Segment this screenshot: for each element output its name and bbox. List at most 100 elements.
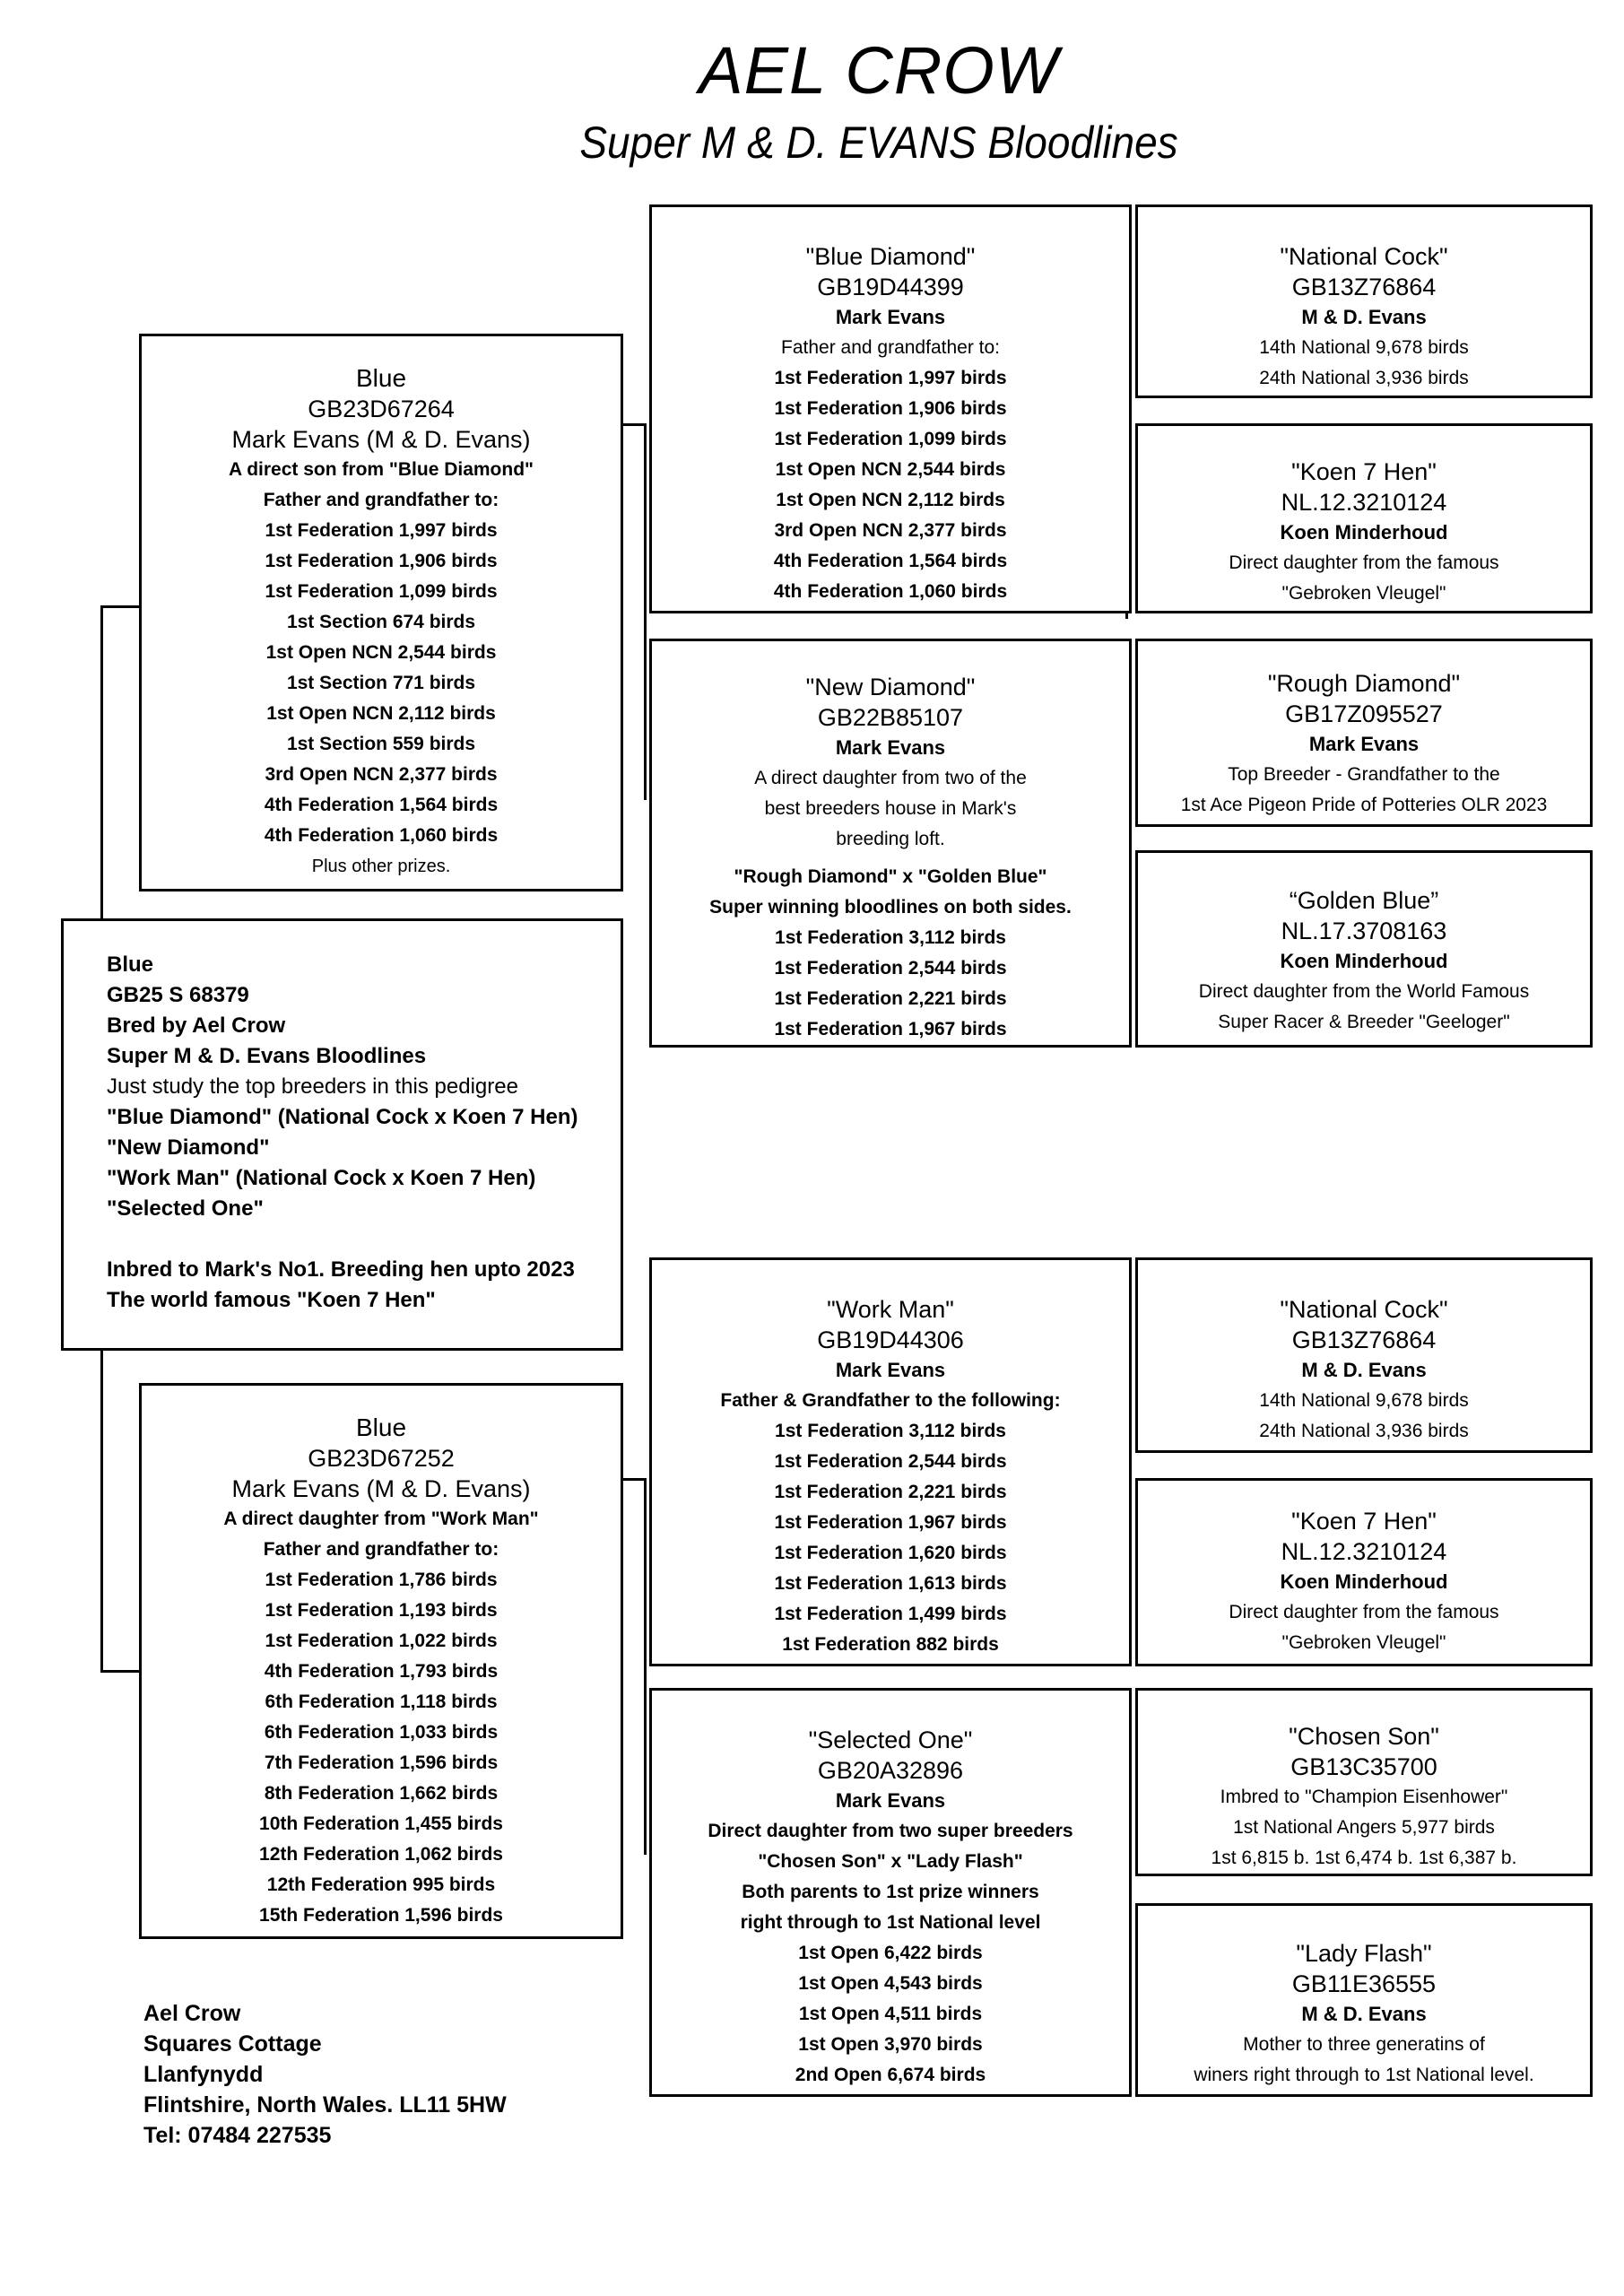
- dds-ring-number: GB13C35700: [1290, 1753, 1437, 1780]
- dsd-name: "Koen 7 Hen": [1291, 1508, 1437, 1535]
- text-line: 1st Federation 1,499 birds: [774, 1604, 1007, 1624]
- text-line: "Blue Diamond" (National Cock x Koen 7 H…: [107, 1105, 578, 1129]
- text-line: Just study the top breeders in this pedi…: [107, 1074, 518, 1099]
- text-line: winers right through to 1st National lev…: [1194, 2065, 1534, 2085]
- text-line: 3rd Open NCN 2,377 birds: [265, 764, 498, 785]
- text-line: Tel: 07484 227535: [143, 2123, 332, 2148]
- text-line: Squares Cottage: [143, 2031, 322, 2057]
- text-line: 1st Federation 2,221 birds: [774, 1482, 1007, 1502]
- sire-sire-box: "Blue Diamond" GB19D44399 Mark Evans Fat…: [649, 204, 1132, 613]
- text-line: "Chosen Son" x "Lady Flash": [758, 1851, 1023, 1872]
- text-line: Super M & D. Evans Bloodlines: [107, 1044, 427, 1068]
- dd-intro: Direct daughter from two super breeders: [652, 1816, 1129, 1847]
- text-line: 1st Federation 1,786 birds: [265, 1570, 498, 1590]
- ds-ring-number: GB19D44306: [817, 1326, 964, 1353]
- sd-owner: Mark Evans: [835, 736, 946, 759]
- sds-name: "Rough Diamond": [1267, 670, 1461, 697]
- text-line: 24th National 3,936 birds: [1259, 1421, 1469, 1441]
- ddd-name: "Lady Flash": [1296, 1940, 1432, 1967]
- text-line: 4th Federation 1,060 birds: [773, 581, 1008, 602]
- sss-box: "National Cock" GB13Z76864 M & D. Evans …: [1135, 204, 1593, 398]
- text-line: 10th Federation 1,455 birds: [259, 1813, 503, 1834]
- text-line: 2nd Open 6,674 birds: [795, 2065, 986, 2085]
- sire-owner: Mark Evans (M & D. Evans): [231, 426, 531, 453]
- text-line: 15th Federation 1,596 birds: [259, 1905, 503, 1926]
- text-line: "New Diamond": [107, 1135, 270, 1160]
- text-line: Direct daughter from the World Famous: [1198, 981, 1530, 1002]
- sire-name: Blue: [355, 364, 407, 392]
- dam-dam-box: "Selected One" GB20A32896 Mark Evans Dir…: [649, 1688, 1132, 2097]
- text-line: 1st Ace Pigeon Pride of Potteries OLR 20…: [1180, 795, 1548, 815]
- text-line: 1st Open NCN 2,544 birds: [775, 459, 1006, 480]
- text-line: Bred by Ael Crow: [107, 1013, 286, 1038]
- dam-box: Blue GB23D67252 Mark Evans (M & D. Evans…: [139, 1383, 623, 1939]
- text-line: 6th Federation 1,033 birds: [264, 1722, 499, 1743]
- ddd-ring-number: GB11E36555: [1291, 1970, 1437, 1997]
- dsd-details: Direct daughter from the famous"Gebroken…: [1138, 1597, 1590, 1658]
- connector: [619, 1478, 644, 1481]
- ds-owner: Mark Evans: [835, 1359, 946, 1381]
- ddd-box: "Lady Flash" GB11E36555 M & D. Evans Mot…: [1135, 1903, 1593, 2097]
- text-line: 1st Federation 3,112 birds: [775, 1421, 1006, 1441]
- text-line: 12th Federation 1,062 birds: [259, 1844, 503, 1865]
- sd-name: "New Diamond": [805, 674, 976, 700]
- text-line: 1st Federation 1,967 birds: [774, 1512, 1007, 1533]
- sdd-ring-number: NL.17.3708163: [1281, 918, 1447, 944]
- ssd-details: Direct daughter from the famous "Gebroken…: [1138, 548, 1590, 609]
- ss-ring-number: GB19D44399: [817, 274, 964, 300]
- text-line: 1st Federation 1,997 birds: [774, 368, 1007, 388]
- text-line: Llanfynydd: [143, 2062, 264, 2087]
- text-line: Direct daughter from the famous: [1229, 552, 1499, 573]
- text-line: GB25 S 68379: [107, 983, 249, 1007]
- text-line: breeding loft.: [836, 829, 945, 849]
- sire-dam-box: "New Diamond" GB22B85107 Mark Evans A di…: [649, 639, 1132, 1048]
- text-line: 1st Open 6,422 birds: [798, 1943, 983, 1963]
- dd-results: "Chosen Son" x "Lady Flash"Both parents …: [652, 1847, 1129, 2091]
- text-line: Direct daughter from the famous: [1229, 1602, 1499, 1622]
- ds-name: "Work Man": [827, 1296, 954, 1323]
- text-line: Inbred to Mark's No1. Breeding hen upto …: [107, 1257, 575, 1282]
- text-line: 1st Federation 2,221 birds: [774, 988, 1007, 1009]
- connector: [644, 1478, 647, 1855]
- dam-owner: Mark Evans (M & D. Evans): [231, 1475, 531, 1502]
- text-line: 3rd Open NCN 2,377 birds: [774, 520, 1007, 541]
- page-title: AEL CROW: [699, 33, 1059, 108]
- sd-results: "Rough Diamond" x "Golden Blue"Super win…: [652, 862, 1129, 1045]
- dam-sire-box: "Work Man" GB19D44306 Mark Evans Father …: [649, 1257, 1132, 1666]
- sire-ring-number: GB23D67264: [308, 396, 455, 422]
- text-line: The world famous "Koen 7 Hen": [107, 1288, 436, 1312]
- sss-owner: M & D. Evans: [1301, 306, 1427, 328]
- text-line: [107, 1224, 612, 1255]
- text-line: Ael Crow: [143, 2001, 241, 2026]
- text-line: "Rough Diamond" x "Golden Blue": [734, 866, 1047, 887]
- dds-box: "Chosen Son" GB13C35700 Imbred to "Champ…: [1135, 1688, 1593, 1876]
- text-line: "Work Man" (National Cock x Koen 7 Hen): [107, 1166, 536, 1190]
- text-line: 1st Open NCN 2,112 birds: [266, 703, 496, 724]
- text-line: 1st Federation 1,620 birds: [774, 1543, 1007, 1563]
- text-line: Mother to three generatins of: [1243, 2034, 1485, 2055]
- text-line: 1st Federation 2,544 birds: [774, 1451, 1007, 1472]
- text-line: "Gebroken Vleugel": [1281, 583, 1446, 604]
- text-line: Father & Grandfather to the following:: [720, 1390, 1061, 1411]
- sire-results: A direct son from "Blue Diamond"Father a…: [142, 455, 621, 851]
- text-line: 7th Federation 1,596 birds: [264, 1752, 499, 1773]
- text-line: 24th National 3,936 birds: [1259, 368, 1469, 388]
- text-line: 1st Federation 1,099 birds: [265, 581, 498, 602]
- dss-ring-number: GB13Z76864: [1291, 1326, 1437, 1353]
- sds-ring-number: GB17Z095527: [1285, 700, 1443, 727]
- dd-owner: Mark Evans: [835, 1789, 946, 1812]
- text-line: A direct daughter from "Work Man": [223, 1509, 539, 1529]
- text-line: A direct son from "Blue Diamond": [229, 459, 534, 480]
- ddd-owner: M & D. Evans: [1301, 2003, 1427, 2025]
- text-line: 1st Federation 1,906 birds: [265, 551, 498, 571]
- text-line: Father and grandfather to:: [263, 1539, 499, 1560]
- text-line: 1st Federation 3,112 birds: [775, 927, 1006, 948]
- connector: [100, 605, 141, 608]
